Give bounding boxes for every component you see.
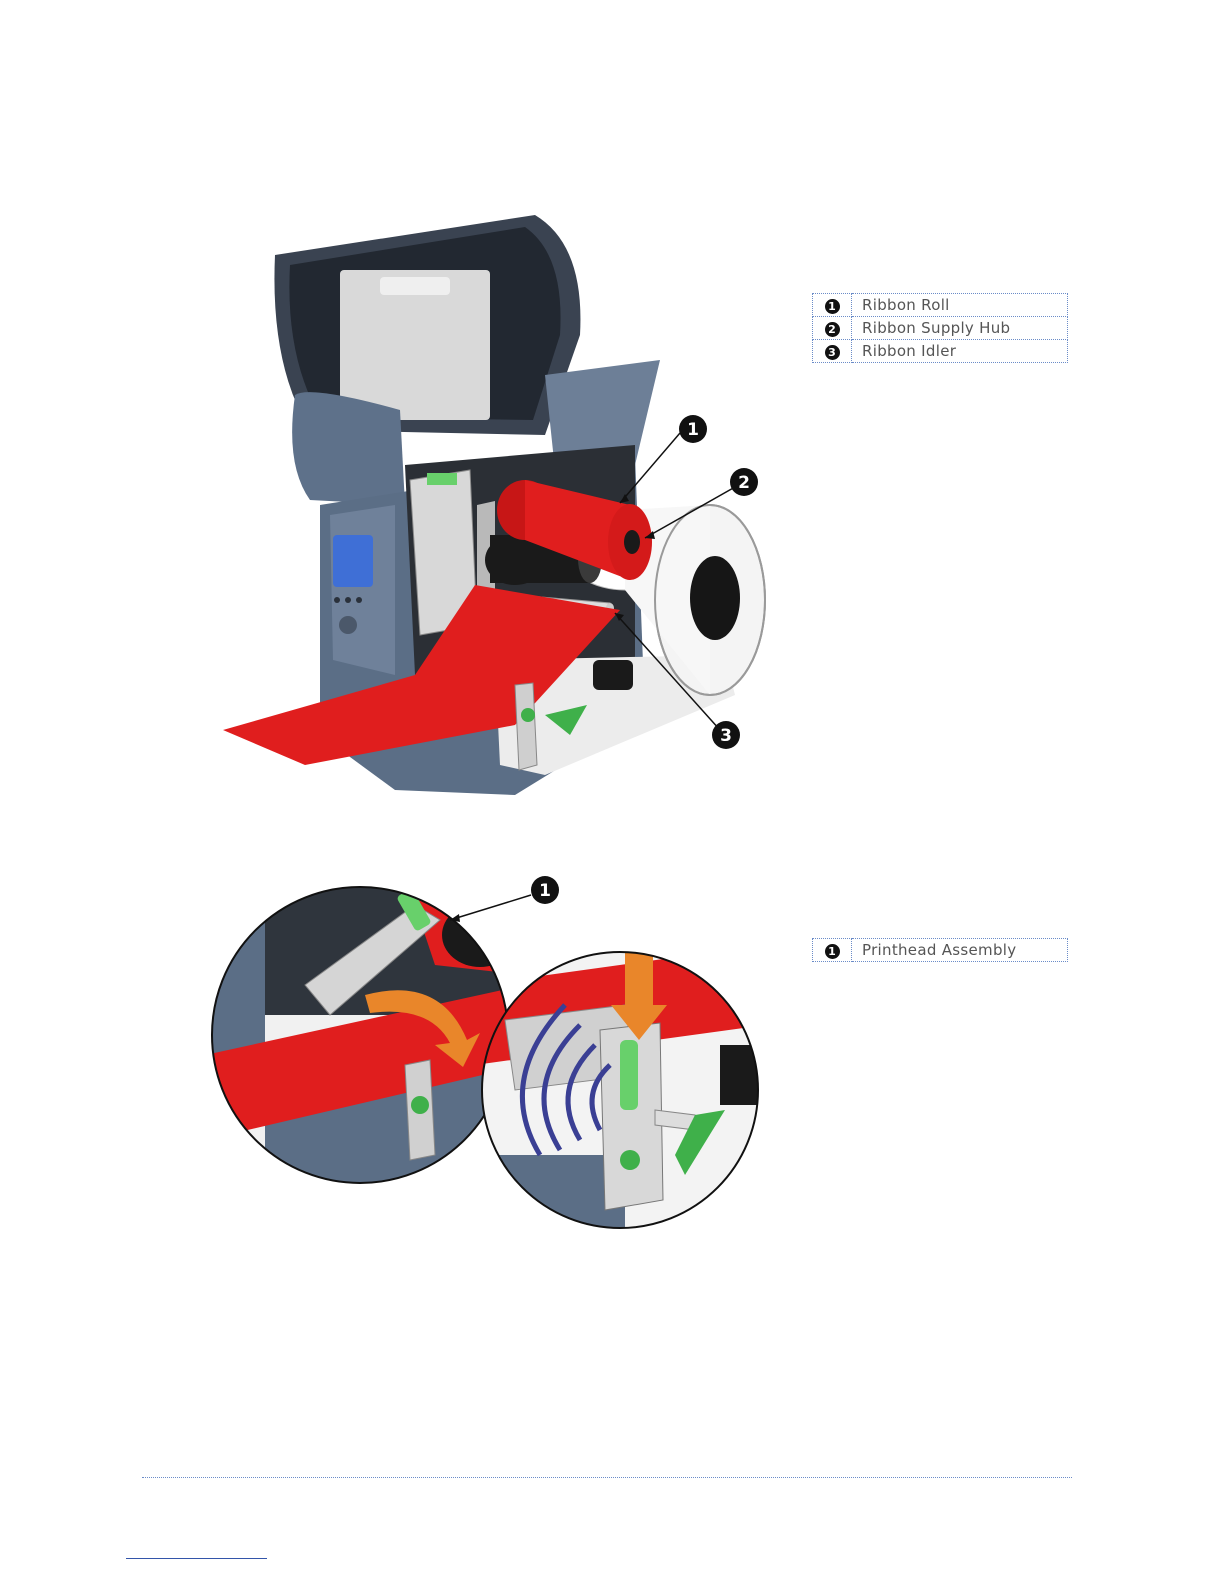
footer-link-underline — [126, 1558, 267, 1559]
printhead-legend: 1 Printhead Assembly — [812, 938, 1068, 962]
callout-1-leader — [450, 895, 531, 920]
callout-3-number: 3 — [720, 726, 732, 746]
legend-row: 1 Printhead Assembly — [813, 939, 1068, 962]
legend-number: 3 — [825, 345, 840, 360]
legend-number: 1 — [825, 299, 840, 314]
printhead-closing-illustration: 1 — [205, 855, 770, 1240]
callout-1: 1 — [679, 415, 707, 443]
callout-1-number: 1 — [539, 881, 551, 901]
legend-row: 2 Ribbon Supply Hub — [813, 317, 1068, 340]
footer-divider — [142, 1477, 1072, 1478]
legend-label: Printhead Assembly — [852, 939, 1068, 962]
lcd-display — [333, 535, 373, 587]
callout-1-number: 1 — [687, 420, 699, 440]
legend-number: 1 — [825, 944, 840, 959]
callout-3: 3 — [712, 721, 740, 749]
ribbon-supply-hub — [624, 530, 640, 554]
callout-2-number: 2 — [738, 473, 750, 493]
legend-label: Ribbon Roll — [852, 294, 1068, 317]
legend-label: Ribbon Supply Hub — [852, 317, 1068, 340]
detail-view-right — [475, 940, 770, 1240]
legend-row: 3 Ribbon Idler — [813, 340, 1068, 363]
callout-1: 1 — [531, 876, 559, 904]
legend-row: 1 Ribbon Roll — [813, 294, 1068, 317]
detail-view-left — [205, 855, 525, 1195]
callout-2: 2 — [730, 468, 758, 496]
printer-ribbon-illustration: 1 2 3 — [215, 205, 775, 805]
legend-number: 2 — [825, 322, 840, 337]
ribbon-parts-legend: 1 Ribbon Roll 2 Ribbon Supply Hub 3 Ribb… — [812, 293, 1068, 363]
legend-label: Ribbon Idler — [852, 340, 1068, 363]
